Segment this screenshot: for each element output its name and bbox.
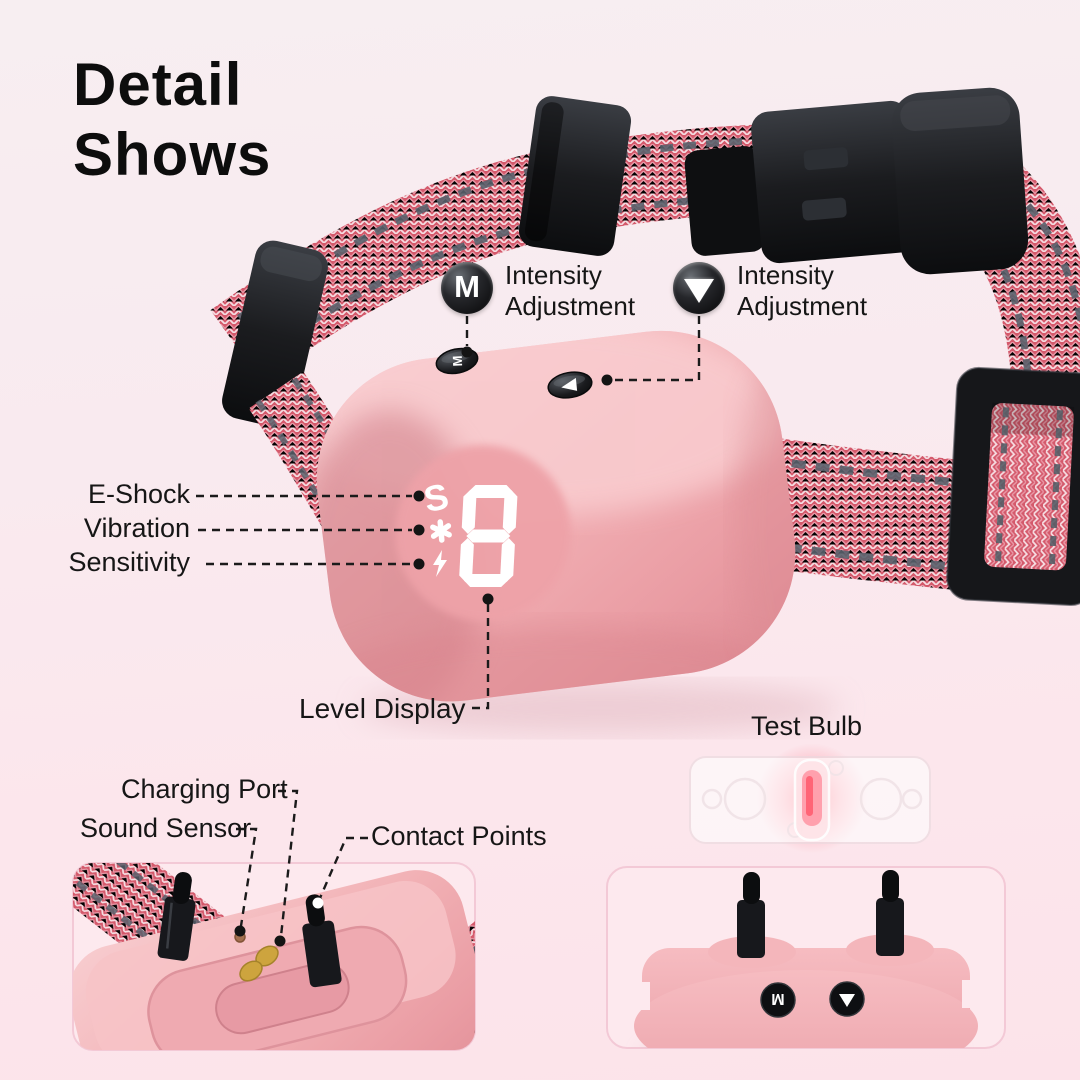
- down-button-front-view: [829, 981, 865, 1017]
- strap-keeper: [518, 96, 632, 256]
- page-title: Detail Shows: [73, 50, 271, 190]
- strap-adjuster-ring: [946, 366, 1080, 607]
- charging-contact-gold: [239, 960, 263, 982]
- mode-button-icon: M: [441, 262, 493, 314]
- down-button-triangle-icon: [561, 377, 578, 391]
- vibration-label: Vibration: [83, 513, 190, 543]
- intensity-adjustment-m-label: Intensity Adjustment: [505, 260, 636, 321]
- closeup-card-top-view: [72, 862, 476, 1051]
- intensity-adjustment-down-label: Intensity Adjustment: [737, 260, 868, 321]
- test-bulb-photo: [689, 743, 931, 853]
- mode-button-icon-label: M: [454, 269, 480, 304]
- down-triangle-icon: [684, 279, 714, 303]
- contact-points-label: Contact Points: [371, 821, 547, 851]
- contact-point-post: [876, 870, 904, 956]
- sensitivity-icon: [433, 550, 447, 577]
- charging-port-label: Charging Port: [121, 774, 288, 804]
- vibration-icon: [430, 519, 452, 543]
- closeup-card-front-view: M: [606, 866, 1006, 1049]
- contact-point-post: [737, 872, 765, 958]
- leader-dots: [234, 346, 613, 947]
- test-bulb-label: Test Bulb: [751, 711, 863, 741]
- mode-button-front-view: M: [760, 982, 796, 1018]
- buckle: [684, 87, 1029, 275]
- page-title-line2: Shows: [73, 121, 272, 188]
- svg-text:M: M: [450, 355, 465, 366]
- level-display-label: Level Display: [299, 693, 466, 724]
- page-title-line1: Detail: [73, 51, 243, 118]
- down-triangle-icon: [839, 994, 855, 1007]
- sound-sensor-label: Sound Sensor: [80, 813, 252, 843]
- down-button-icon: [673, 262, 725, 314]
- down-button: [547, 371, 593, 399]
- svg-text:M: M: [771, 990, 784, 1007]
- leader-lines: [196, 316, 701, 937]
- level-display-digit: [459, 485, 518, 587]
- sensitivity-label: Sensitivity: [68, 547, 190, 577]
- e-shock-label: E-Shock: [87, 479, 190, 509]
- contact-point-post: [157, 872, 196, 961]
